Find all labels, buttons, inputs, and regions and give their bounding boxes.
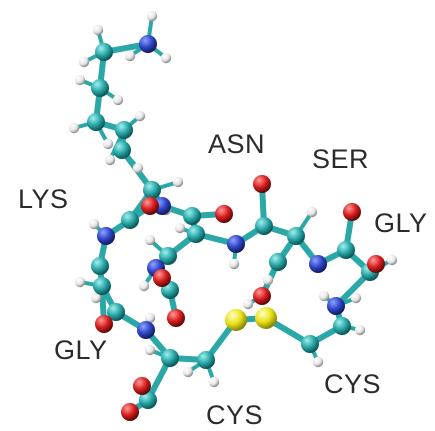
carbon-atom bbox=[107, 303, 125, 321]
hydrogen-atom bbox=[104, 154, 116, 166]
carbon-atom bbox=[269, 253, 287, 271]
hydrogen-atom bbox=[172, 176, 184, 188]
hydrogen-atom bbox=[354, 324, 366, 336]
carbon-atom bbox=[87, 113, 105, 131]
carbon-atom bbox=[139, 391, 157, 409]
label-ser: SER bbox=[312, 144, 369, 174]
hydrogen-atom bbox=[174, 222, 186, 234]
hydrogen-atom bbox=[242, 298, 254, 310]
hydrogen-atom bbox=[112, 94, 124, 106]
label-gly-right: GLY bbox=[374, 208, 428, 238]
carbon-atom bbox=[159, 247, 177, 265]
nitrogen-atom bbox=[139, 35, 157, 53]
carbon-atom bbox=[197, 351, 215, 369]
oxygen-atom bbox=[253, 175, 271, 193]
oxygen-atom bbox=[253, 287, 271, 305]
label-asn: ASN bbox=[208, 129, 265, 159]
carbon-atom bbox=[187, 225, 205, 243]
carbon-atom bbox=[91, 79, 109, 97]
oxygen-atom bbox=[141, 197, 159, 215]
oxygen-atom bbox=[133, 377, 151, 395]
hydrogen-atom bbox=[132, 162, 144, 174]
hydrogen-atom bbox=[146, 10, 158, 22]
hydrogen-atom bbox=[386, 254, 398, 266]
oxygen-atom bbox=[367, 255, 385, 273]
hydrogen-atom bbox=[92, 24, 104, 36]
oxygen-atom bbox=[95, 315, 113, 333]
sulfur-atom bbox=[225, 309, 247, 331]
carbon-atom bbox=[161, 349, 179, 367]
hydrogen-atom bbox=[68, 122, 80, 134]
hydrogen-atom bbox=[138, 280, 150, 292]
label-cys-right: CYS bbox=[324, 369, 381, 399]
hydrogen-atom bbox=[124, 50, 136, 62]
carbon-atom bbox=[113, 141, 131, 159]
carbon-atom bbox=[337, 241, 355, 259]
hydrogen-atom bbox=[228, 258, 240, 270]
carbon-atom bbox=[91, 257, 109, 275]
label-gly-left: GLY bbox=[54, 335, 108, 365]
carbon-atom bbox=[93, 277, 111, 295]
oxygen-atom bbox=[121, 403, 139, 421]
hydrogen-atom bbox=[74, 276, 86, 288]
oxygen-atom bbox=[153, 269, 171, 287]
oxygen-atom bbox=[343, 203, 361, 221]
hydrogen-atom bbox=[134, 110, 146, 122]
carbon-atom bbox=[183, 207, 201, 225]
atom-layer bbox=[68, 10, 398, 421]
carbon-atom bbox=[301, 335, 319, 353]
hydrogen-atom bbox=[182, 366, 194, 378]
carbon-atom bbox=[121, 211, 139, 229]
hydrogen-atom bbox=[306, 206, 318, 218]
hydrogen-atom bbox=[78, 56, 90, 68]
hydrogen-atom bbox=[160, 52, 172, 64]
oxygen-atom bbox=[215, 205, 233, 223]
hydrogen-atom bbox=[262, 274, 274, 286]
nitrogen-atom bbox=[327, 297, 345, 315]
nitrogen-atom bbox=[227, 235, 245, 253]
hydrogen-atom bbox=[312, 356, 324, 368]
hydrogen-atom bbox=[144, 234, 156, 246]
nitrogen-atom bbox=[137, 321, 155, 339]
hydrogen-atom bbox=[90, 292, 102, 304]
hydrogen-atom bbox=[144, 344, 156, 356]
carbon-atom bbox=[95, 43, 113, 61]
hydrogen-atom bbox=[144, 312, 156, 324]
sulfur-atom bbox=[255, 307, 277, 329]
label-lys: LYS bbox=[18, 184, 69, 214]
hydrogen-atom bbox=[350, 292, 362, 304]
carbon-atom bbox=[255, 217, 273, 235]
hydrogen-atom bbox=[74, 74, 86, 86]
hydrogen-atom bbox=[208, 376, 220, 388]
carbon-atom bbox=[333, 317, 351, 335]
carbon-atom bbox=[115, 121, 133, 139]
nitrogen-atom bbox=[309, 255, 327, 273]
oxygen-atom bbox=[167, 309, 185, 327]
carbon-atom bbox=[287, 227, 305, 245]
label-cys-bottom: CYS bbox=[206, 400, 263, 430]
hydrogen-atom bbox=[102, 138, 114, 150]
carbon-atom bbox=[143, 181, 161, 199]
hydrogen-atom bbox=[318, 290, 330, 302]
hydrogen-atom bbox=[88, 218, 100, 230]
nitrogen-atom bbox=[97, 227, 115, 245]
